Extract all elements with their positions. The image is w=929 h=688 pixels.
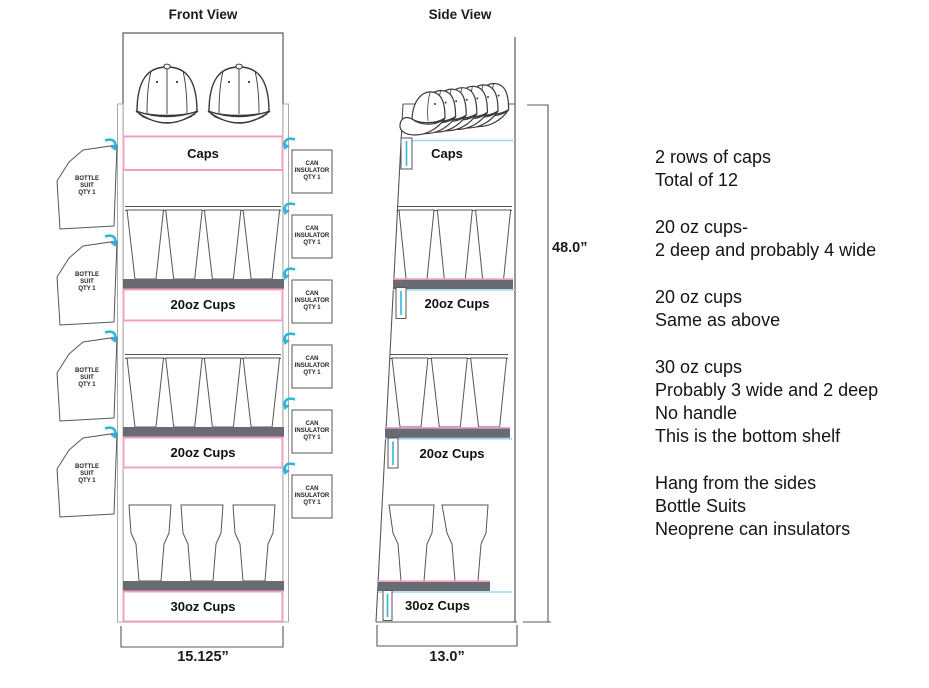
front-30oz-label-box — [122, 590, 284, 623]
can-insulator-label-3: CAN INSULATOR QTY 1 — [294, 291, 330, 311]
note-line: Bottle Suits — [655, 496, 747, 516]
note-line: 20 oz cups- — [655, 217, 749, 237]
front-30oz-label: 30oz Cups — [170, 598, 236, 614]
can-insulator-boxes — [291, 149, 333, 519]
can-insulator-label-6: CAN INSULATOR QTY 1 — [294, 486, 330, 506]
note-line: 2 rows of caps — [655, 147, 772, 167]
note-line: Hang from the sides — [655, 473, 817, 493]
can-insulator-label-5: CAN INSULATOR QTY 1 — [294, 421, 330, 441]
notes-column: 2 rows of caps Total of 12 20 oz cups- 2… — [655, 146, 905, 541]
front-30oz-cups-row — [128, 504, 276, 582]
can-insulator-label-1: CAN INSULATOR QTY 1 — [294, 161, 330, 181]
front-shelf-bar-1 — [123, 279, 284, 289]
side-20oz-label-channel-1 — [395, 287, 407, 319]
bottle-suit-label-4: BOTTLE SUIT QTY 1 — [75, 463, 99, 484]
front-caps-label-box — [122, 135, 284, 171]
note-line: Neoprene can insulators — [655, 519, 851, 539]
bottle-suit-label-2: BOTTLE SUIT QTY 1 — [75, 271, 99, 292]
bottle-suit-label-1: BOTTLE SUIT QTY 1 — [75, 175, 99, 196]
front-shelf-bar-3 — [123, 581, 284, 591]
front-width-dimension-bracket — [120, 626, 284, 648]
note-line: 30 oz cups — [655, 357, 743, 377]
side-20oz-label-2: 20oz Cups — [419, 445, 485, 461]
side-height-dimension: 48.0” — [552, 240, 588, 256]
bottle-suit-label-3: BOTTLE SUIT QTY 1 — [75, 367, 99, 388]
side-caps-label-channel — [400, 137, 413, 170]
can-insulator-label-4: CAN INSULATOR QTY 1 — [294, 356, 330, 376]
front-20oz-label-box-1 — [122, 288, 284, 322]
front-20oz-label-2: 20oz Cups — [170, 444, 236, 460]
side-shelf-bar-3 — [378, 580, 512, 593]
front-20oz-label-1: 20oz Cups — [170, 297, 236, 312]
side-shelf-bar-2 — [385, 426, 512, 440]
front-20oz-cups-row1 — [125, 206, 281, 280]
side-view-title: Side View — [428, 7, 492, 22]
note-line: Probably 3 wide and 2 deep — [655, 380, 879, 400]
front-view-drawing — [56, 32, 333, 648]
side-20oz-label-1: 20oz Cups — [424, 296, 490, 311]
side-30oz-label-channel — [382, 590, 393, 621]
side-depth-dimension-bracket — [376, 625, 518, 647]
front-width-dimension: 15.125” — [177, 649, 229, 665]
front-20oz-label-box-2 — [122, 436, 284, 469]
side-30oz-label: 30oz Cups — [404, 597, 470, 613]
side-caps-label: Caps — [431, 146, 463, 161]
note-line: No handle — [655, 403, 738, 423]
side-20oz-label-channel-2 — [387, 437, 399, 469]
side-view-drawing — [375, 37, 551, 647]
side-height-dimension-bracket — [523, 104, 551, 623]
side-20oz-cups-row1 — [397, 206, 512, 280]
side-shelf-bar-1 — [393, 278, 515, 291]
can-insulator-label-2: CAN INSULATOR QTY 1 — [294, 226, 330, 246]
side-depth-dimension: 13.0” — [429, 649, 465, 665]
note-line: 20 oz cups — [655, 287, 743, 307]
front-side-rails — [117, 103, 289, 623]
caps-side-illustration — [399, 82, 510, 136]
note-line: Same as above — [655, 310, 781, 330]
note-line: This is the bottom shelf — [655, 426, 841, 446]
side-30oz-cups-row — [388, 504, 489, 582]
front-shelf-bar-2 — [123, 427, 284, 437]
front-view-title: Front View — [168, 7, 238, 22]
side-20oz-cups-row2 — [390, 354, 508, 428]
note-line: Total of 12 — [655, 170, 739, 190]
front-caps-label: Caps — [187, 145, 219, 161]
note-line: 2 deep and probably 4 wide — [655, 240, 877, 260]
